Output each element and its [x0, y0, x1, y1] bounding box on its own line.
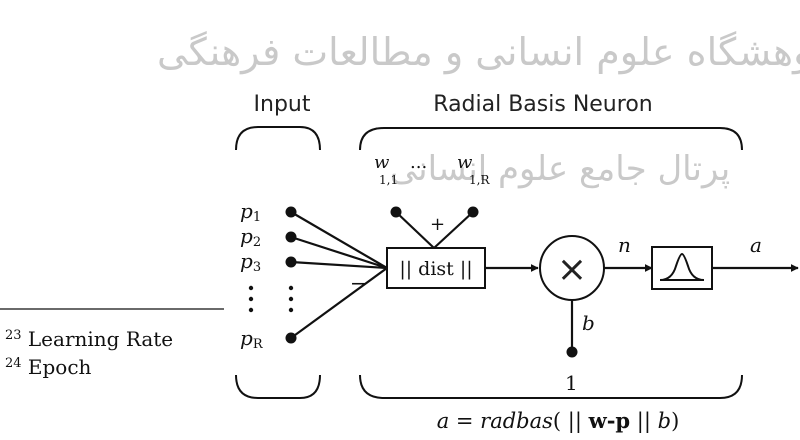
neuron-bottom-bracket — [359, 374, 743, 399]
radbas-curve — [659, 252, 705, 281]
input-label: Input — [254, 92, 311, 117]
dist-label: || dist || — [399, 258, 472, 280]
input-top-bracket — [235, 126, 321, 151]
formula: a = radbas( || w-p || b) — [437, 408, 680, 434]
footnote-23: 23 Learning Rate — [5, 327, 173, 351]
input-pR-label: pR — [240, 326, 264, 352]
plus-sign: + — [430, 214, 445, 235]
dist-box — [386, 247, 486, 289]
label-ellipsis-dots — [248, 285, 254, 313]
input-p2-label: p2 — [240, 224, 261, 250]
watermark-line-1: پژوهشگاه علوم انسانی و مطالعات فرهنگی — [157, 30, 800, 75]
multiply-symbol: × — [557, 249, 587, 290]
a-label: a — [750, 233, 762, 257]
watermark-line-2: پرتال جامع علوم انسانی — [390, 149, 730, 189]
one-label: 1 — [565, 371, 578, 395]
b-label: b — [582, 311, 595, 335]
input-p1-label: p1 — [240, 199, 261, 225]
input-connections — [290, 211, 388, 339]
weight-ellipsis: ... — [410, 152, 427, 173]
weight-connections — [395, 211, 474, 249]
input-bottom-bracket — [235, 374, 321, 399]
input-p3-label: p3 — [240, 249, 261, 275]
bias-node — [566, 346, 578, 358]
neuron-top-bracket — [359, 127, 743, 151]
node-ellipsis-dots — [288, 285, 294, 313]
neuron-label: Radial Basis Neuron — [433, 92, 652, 117]
footnote-24: 24 Epoch — [5, 355, 92, 379]
minus-sign: − — [350, 271, 367, 295]
n-label: n — [618, 233, 631, 257]
